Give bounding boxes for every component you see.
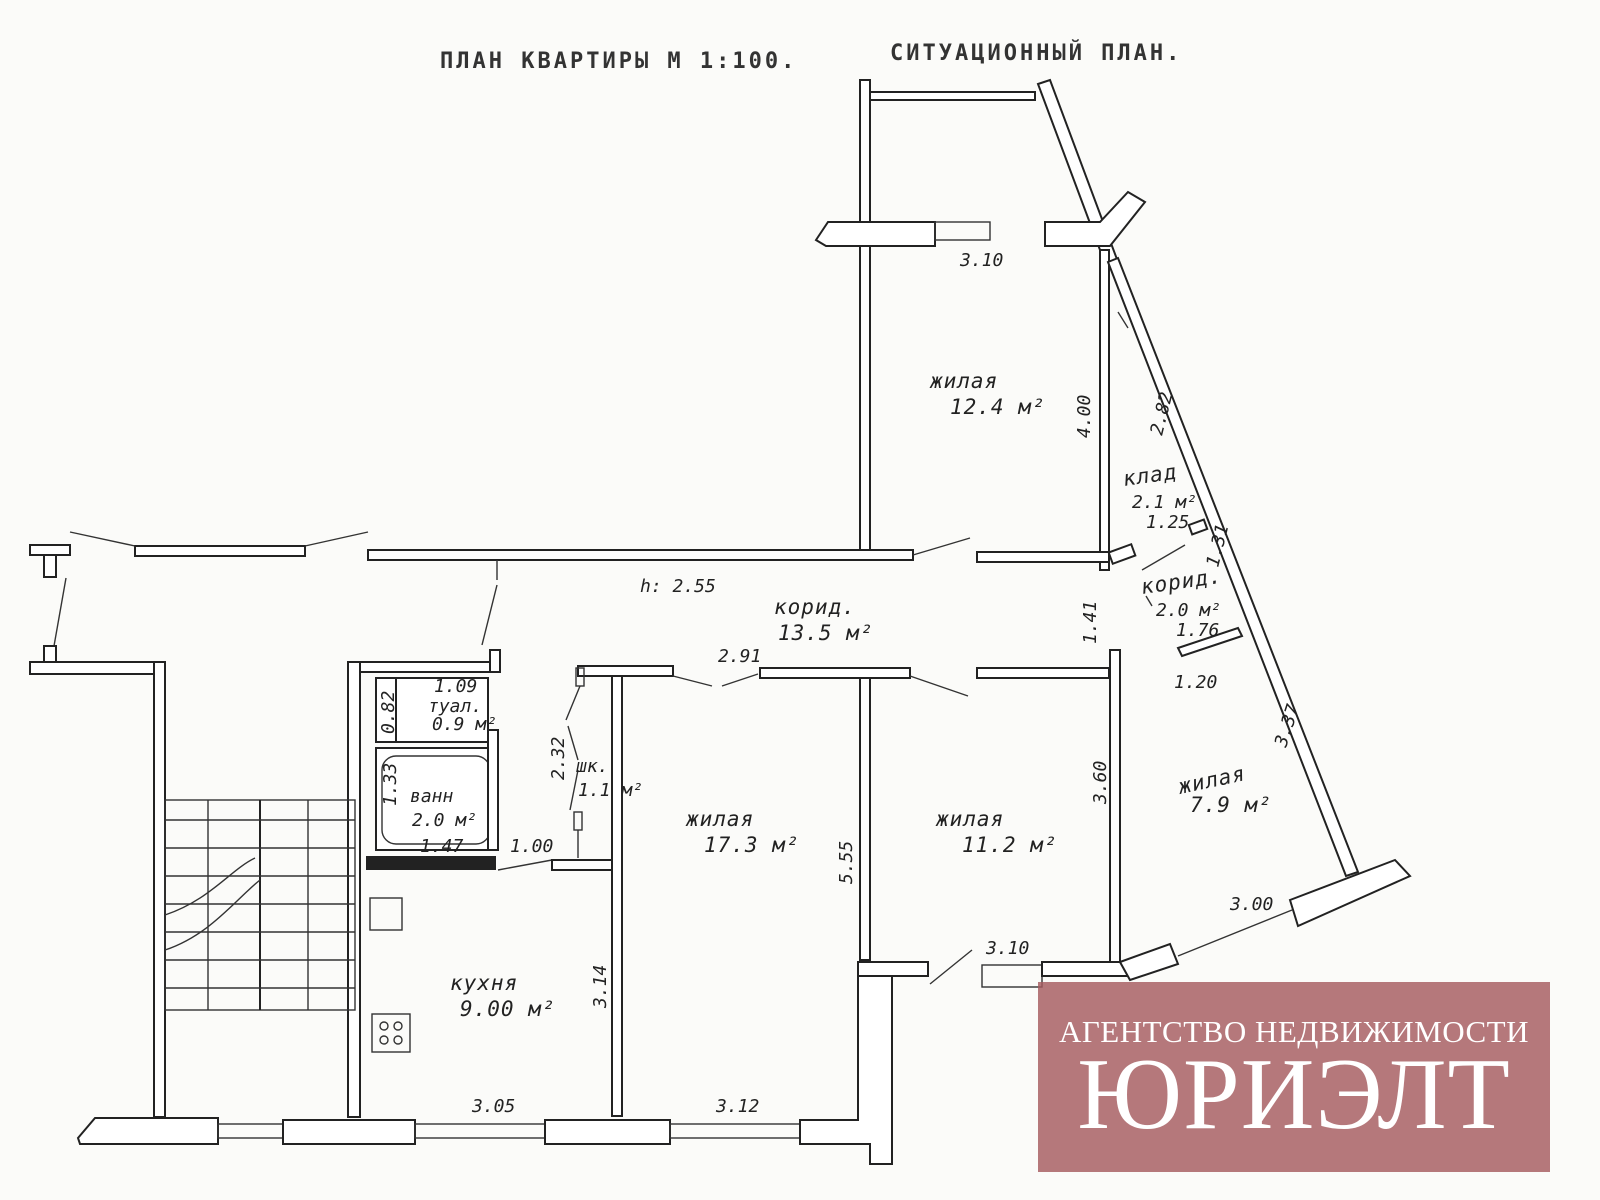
agency-name-line1: АГЕНТСТВО НЕДВИЖИМОСТИ bbox=[1058, 1014, 1530, 1049]
room-name-living-11-2: жилая bbox=[935, 807, 1004, 831]
agency-name-line2: ЮРИЭЛТ bbox=[1077, 1038, 1511, 1151]
room-name-storage: клад bbox=[1121, 460, 1178, 491]
walls-outer-bottom bbox=[76, 858, 1412, 1165]
dim-top-room-length: 4.00 bbox=[1074, 395, 1095, 438]
room-name-living-17-3: жилая bbox=[685, 807, 754, 831]
dim-kitchen-width: 3.05 bbox=[471, 1096, 515, 1117]
dim-toilet-w: 1.09 bbox=[434, 676, 477, 697]
dim-bath-w: 1.47 bbox=[420, 836, 464, 857]
room-area-living-17-3: 17.3 м² bbox=[704, 833, 800, 857]
room-area-living-12-4: 12.4 м² bbox=[950, 395, 1046, 419]
dim-kitchen-depth: 3.14 bbox=[590, 965, 611, 1009]
stove-icon bbox=[371, 1013, 411, 1053]
walls-vertical bbox=[611, 518, 1244, 1117]
situation-title: СИТУАЦИОННЫЙ ПЛАН. bbox=[890, 40, 1182, 66]
dim-bath-d: 1.33 bbox=[380, 763, 401, 806]
room-name-closet: шк. bbox=[576, 756, 609, 777]
room-name-kitchen: кухня bbox=[450, 971, 518, 995]
walls-top-room bbox=[814, 78, 1360, 878]
dim-closet-d: 2.32 bbox=[548, 737, 569, 780]
dim-ceiling-height: h: 2.55 bbox=[640, 576, 716, 597]
staircase bbox=[164, 799, 356, 1011]
room-area-living-7-9: 7.9 м² bbox=[1190, 793, 1272, 817]
dim-corridor-right: 1.41 bbox=[1080, 601, 1101, 644]
walls-horizontal bbox=[69, 531, 1137, 697]
room-name-toilet: туал. bbox=[428, 696, 482, 717]
room-area-storage: 2.1 м² bbox=[1132, 492, 1197, 513]
room-area-bath: 2.0 м² bbox=[412, 810, 477, 831]
dim-storage-width: 1.25 bbox=[1146, 512, 1189, 533]
room-area-living-11-2: 11.2 м² bbox=[962, 833, 1058, 857]
walls-left bbox=[29, 544, 501, 1118]
dim-room-11-depth: 3.60 bbox=[1090, 761, 1111, 805]
closet-doors bbox=[565, 667, 585, 858]
dim-corridor-small-width: 1.76 bbox=[1176, 620, 1219, 641]
room-area-kitchen: 9.00 м² bbox=[460, 997, 556, 1021]
dim-room-17-width: 3.12 bbox=[715, 1096, 759, 1117]
room-labels: жилая 12.4 м² клад 2.1 м² корид. 2.0 м² … bbox=[410, 369, 1272, 1021]
plan-title: ПЛАН КВАРТИРЫ М 1:100. bbox=[440, 49, 797, 74]
dim-room-7-width: 3.00 bbox=[1229, 894, 1273, 915]
dim-corridor-small-len: 1.20 bbox=[1174, 672, 1217, 693]
agency-watermark: АГЕНТСТВО НЕДВИЖИМОСТИ ЮРИЭЛТ bbox=[1038, 982, 1550, 1172]
room-area-closet: 1.1 м² bbox=[578, 780, 643, 801]
dim-room-17-depth: 5.55 bbox=[836, 841, 857, 884]
dim-closet-w: 1.00 bbox=[510, 836, 553, 857]
room-area-corridor-small: 2.0 м² bbox=[1156, 600, 1221, 621]
dim-toilet-d: 0.82 bbox=[378, 691, 399, 734]
room-name-corridor-main: корид. bbox=[774, 595, 856, 619]
room-area-corridor-main: 13.5 м² bbox=[778, 621, 874, 645]
room-name-living-12-4: жилая bbox=[929, 369, 998, 393]
room-name-bath: ванн bbox=[410, 786, 454, 807]
dim-room-11-width: 3.10 bbox=[985, 938, 1029, 959]
room-area-toilet: 0.9 м² bbox=[432, 714, 497, 735]
room-name-corridor-small: корид. bbox=[1139, 564, 1223, 599]
dim-top-room-width: 3.10 bbox=[959, 250, 1003, 271]
walls-wet-block bbox=[366, 677, 613, 931]
dim-corridor-width: 2.91 bbox=[718, 646, 761, 667]
